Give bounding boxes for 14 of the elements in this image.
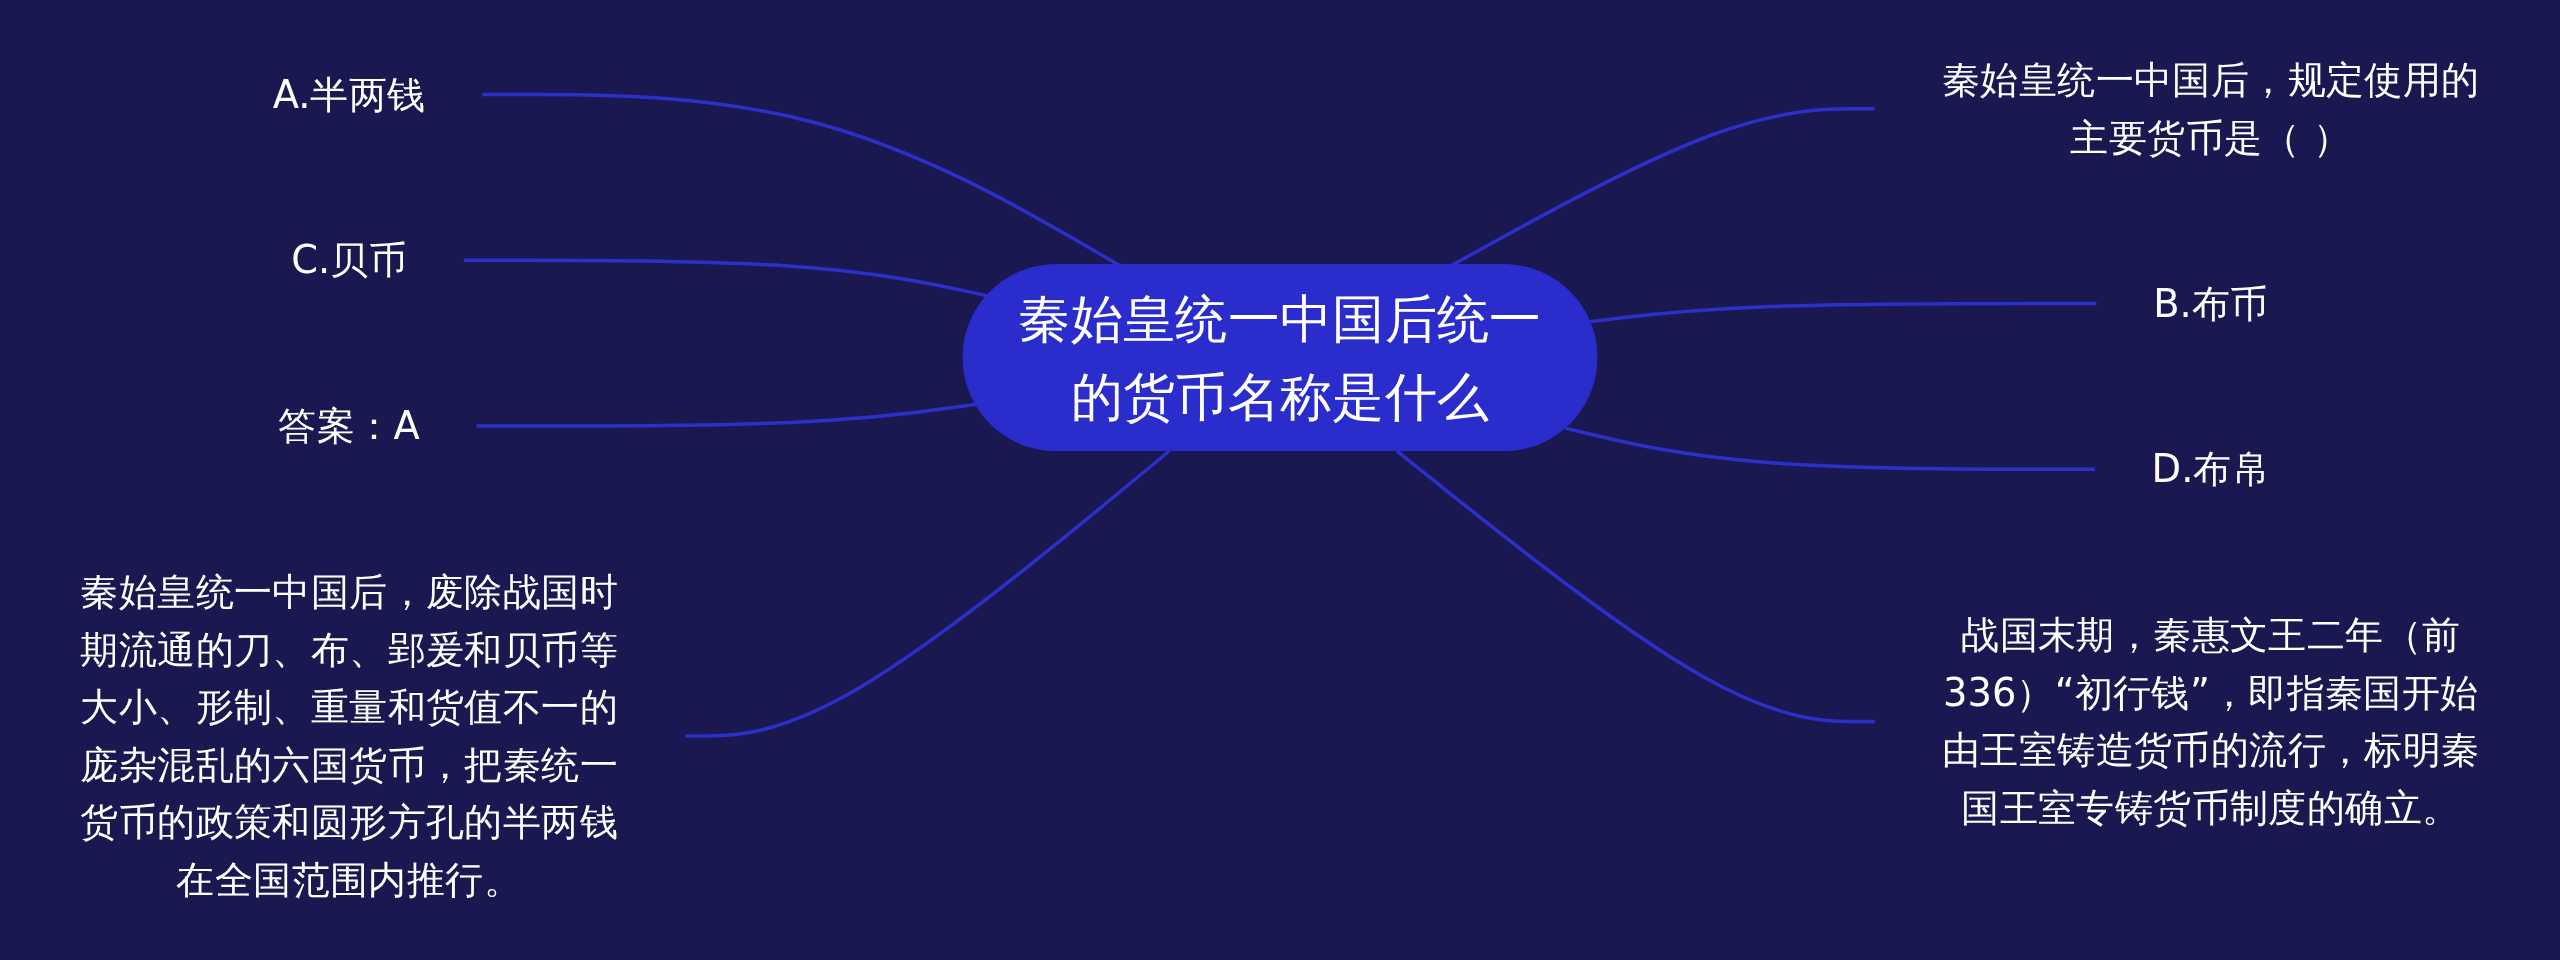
connector xyxy=(1589,301,2098,324)
connector xyxy=(1565,426,2096,472)
node-text: 秦始皇统一中国后，废除战国时期流通的刀、布、郢爰和贝币等大小、形制、重量和货值不一的庞杂混乱的六国货币，把秦统一货币的政策和圆形方孔的半两钱在全国范围内推行。 xyxy=(80,570,618,902)
connector xyxy=(462,258,989,298)
node-text: A.半两钱 xyxy=(272,72,426,117)
connector xyxy=(684,449,1171,738)
node-text: 答案：A xyxy=(278,404,420,448)
node-text: 秦始皇统一中国后，规定使用的主要货币是（ ） xyxy=(1942,58,2480,160)
connector xyxy=(475,402,977,428)
node-text: C.贝币 xyxy=(291,238,408,283)
node-text: D.布帛 xyxy=(2151,447,2271,492)
node-text: 战国末期，秦惠文王二年（前336）“初行钱”，即指秦国开始由王室铸造货币的流行，标明秦国王室专铸货币制度的确立。 xyxy=(1942,613,2480,830)
node-text: B.布币 xyxy=(2153,281,2269,326)
connector xyxy=(1395,449,1876,724)
